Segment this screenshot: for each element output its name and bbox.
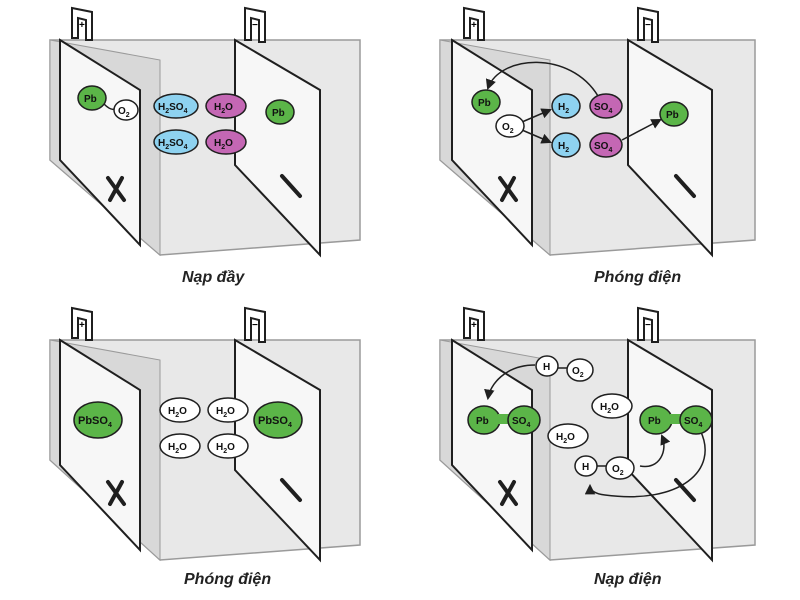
svg-text:O2: O2 [572, 366, 584, 379]
h2o-molecule: H2O [205, 129, 247, 155]
svg-text:H2O: H2O [214, 138, 233, 151]
minus-mark [280, 478, 302, 502]
plus-mark [106, 176, 126, 202]
h-top: H [535, 355, 559, 377]
caption-discharging: Phóng điện [594, 269, 681, 286]
so4-molecule: SO4 [589, 132, 623, 158]
svg-text:Pb: Pb [84, 94, 97, 105]
svg-text:H2O: H2O [214, 102, 233, 115]
o2-molecule: O2 [113, 99, 139, 121]
svg-text:H: H [543, 362, 550, 373]
plus-mark [498, 176, 518, 202]
h2-molecule: H2 [551, 132, 581, 158]
h2o-molecule: H2O [159, 433, 201, 459]
arrow-h-to-pb [484, 364, 536, 401]
negative-sign: − [645, 320, 651, 331]
so4-molecule: SO4 [589, 93, 623, 119]
svg-text:H2O: H2O [216, 406, 235, 419]
pb-right: Pb [639, 405, 673, 435]
svg-text:SO4: SO4 [512, 416, 530, 429]
svg-text:H2O: H2O [600, 402, 619, 415]
pb-left: Pb [77, 85, 107, 111]
arrow-so4-to-pb [485, 61, 599, 97]
negative-sign: − [252, 320, 258, 331]
svg-text:H2SO4: H2SO4 [158, 102, 188, 115]
caption-charging: Nạp điện [594, 571, 662, 588]
minus-mark [280, 174, 302, 198]
svg-text:H2O: H2O [556, 432, 575, 445]
arrow-so4-to-pb [621, 119, 662, 141]
negative-plate: − [627, 6, 713, 258]
svg-text:Pb: Pb [272, 108, 285, 119]
so4-right: SO4 [679, 405, 713, 435]
o2-bottom: O2 [605, 456, 635, 480]
h2o-molecule: H2O [207, 433, 249, 459]
svg-text:O2: O2 [118, 106, 130, 119]
negative-plate: − [234, 6, 321, 258]
svg-text:Pb: Pb [666, 110, 679, 121]
svg-text:H2: H2 [558, 102, 569, 115]
o2-molecule: O2 [495, 114, 525, 138]
positive-sign: + [79, 320, 85, 331]
svg-text:H2O: H2O [168, 442, 187, 455]
positive-sign: + [471, 320, 477, 331]
plus-mark [106, 480, 126, 506]
negative-plate: − [627, 306, 713, 563]
negative-sign: − [645, 20, 651, 31]
panel-charging: + − H O2 Pb [439, 306, 756, 588]
caption-charged: Nạp đầy [182, 269, 245, 286]
o2-top: O2 [566, 358, 594, 382]
minus-mark [674, 174, 696, 198]
svg-text:O2: O2 [612, 464, 624, 477]
h2o-molecule: H2O [591, 393, 633, 419]
arrow-o2-to-pb [639, 434, 671, 468]
svg-text:H2O: H2O [168, 406, 187, 419]
positive-sign: + [471, 20, 477, 31]
svg-text:Pb: Pb [476, 416, 489, 427]
svg-text:H2SO4: H2SO4 [158, 138, 188, 151]
minus-mark [674, 478, 696, 502]
arrow-so4-to-h [584, 429, 706, 498]
positive-plate: + [451, 6, 533, 248]
positive-plate: + [451, 306, 533, 553]
svg-text:H: H [582, 462, 589, 473]
h2so4-molecule: H2SO4 [153, 93, 199, 119]
pb-right: Pb [659, 101, 689, 127]
svg-text:H2: H2 [558, 141, 569, 154]
svg-text:SO4: SO4 [594, 102, 612, 115]
positive-plate: + [59, 306, 141, 553]
pb-right: Pb [265, 99, 295, 125]
h2o-molecule: H2O [159, 397, 201, 423]
negative-plate: − [234, 306, 321, 563]
h2o-molecule: H2O [205, 93, 247, 119]
h2-molecule: H2 [551, 93, 581, 119]
svg-text:H2O: H2O [216, 442, 235, 455]
so4-left: SO4 [507, 405, 541, 435]
positive-sign: + [79, 20, 85, 31]
negative-sign: − [252, 20, 258, 31]
caption-discharged: Phóng điện [184, 571, 271, 588]
svg-text:PbSO4: PbSO4 [78, 415, 112, 429]
svg-text:Pb: Pb [648, 416, 661, 427]
h2o-molecule: H2O [207, 397, 249, 423]
h2o-molecule: H2O [547, 423, 589, 449]
h-bottom: H [574, 455, 598, 477]
svg-text:SO4: SO4 [684, 416, 702, 429]
panel-charged: + − Pb O2 H2SO4 H2O [49, 6, 361, 286]
pbso4-left: PbSO4 [73, 401, 123, 439]
pbso4-right: PbSO4 [253, 401, 303, 439]
plus-mark [498, 480, 518, 506]
svg-text:Pb: Pb [478, 98, 491, 109]
panel-discharging: + − Pb O2 H2 [439, 6, 756, 286]
svg-text:O2: O2 [502, 122, 514, 135]
svg-text:SO4: SO4 [594, 141, 612, 154]
svg-text:PbSO4: PbSO4 [258, 415, 292, 429]
pb-left: Pb [471, 89, 501, 115]
arrow-o2-to-h2 [521, 129, 552, 144]
panel-discharged: + − PbSO4 H2O H2O H2O [49, 306, 361, 588]
arrow-o2-to-h2 [521, 108, 552, 123]
pb-left: Pb [467, 405, 501, 435]
h2so4-molecule: H2SO4 [153, 129, 199, 155]
